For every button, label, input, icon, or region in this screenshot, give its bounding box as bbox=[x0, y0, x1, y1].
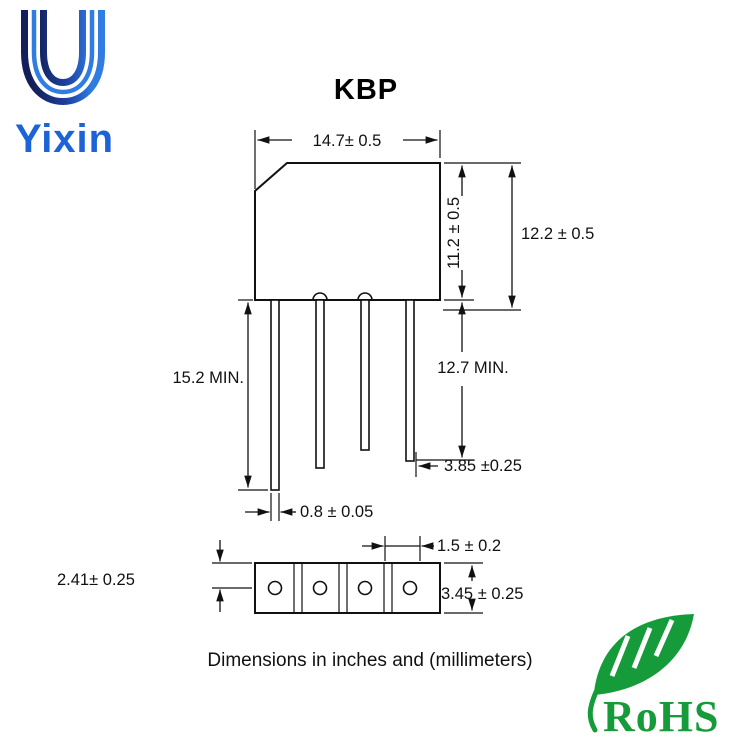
leaf-icon bbox=[594, 614, 694, 695]
mounting-hole bbox=[267, 580, 283, 596]
bottom-view bbox=[254, 562, 441, 614]
dim-lead-offset-group: 3.85 ±0.25 bbox=[415, 452, 522, 477]
dim-overall-height-group: 12.2 ± 0.5 bbox=[443, 165, 594, 311]
yixin-logo: Yixin bbox=[15, 10, 114, 161]
dim-lead-offset-label: 3.85 ±0.25 bbox=[444, 457, 522, 475]
dim-width-group: 14.7± 0.5 bbox=[254, 130, 441, 189]
dim-body-height-group: 11.2 ± 0.5 bbox=[444, 162, 521, 301]
dim-width-label: 14.7± 0.5 bbox=[313, 132, 382, 150]
mounting-hole bbox=[402, 580, 418, 596]
logo-u-inner-ring bbox=[31, 10, 95, 95]
dim-lead-length-right-label: 12.7 MIN. bbox=[437, 359, 509, 377]
package-body bbox=[254, 162, 441, 301]
dim-lead-length-left-label: 15.2 MIN. bbox=[172, 369, 244, 387]
leaf-stem bbox=[587, 689, 599, 733]
leaf-stripe bbox=[631, 627, 653, 669]
dim-lead-thickness-group: 0.8 ± 0.05 bbox=[245, 493, 373, 521]
rohs-label: RoHS bbox=[603, 692, 719, 739]
leaf-stripe bbox=[609, 635, 631, 677]
leaf-stripe bbox=[653, 618, 675, 658]
dimensions-note: Dimensions in inches and (millimeters) bbox=[207, 650, 532, 671]
dim-edge-to-hole-group: 2.41± 0.25 bbox=[57, 540, 252, 612]
mounting-hole bbox=[312, 580, 328, 596]
logo-brand-text: Yixin bbox=[15, 117, 114, 161]
lead-pin-4 bbox=[405, 299, 415, 462]
mounting-hole bbox=[357, 580, 373, 596]
dim-lead-length-right-group: 12.7 MIN. bbox=[416, 302, 509, 461]
dim-overall-height-label: 12.2 ± 0.5 bbox=[521, 225, 594, 243]
dim-body-height-label: 11.2 ± 0.5 bbox=[445, 197, 463, 269]
dim-lead-length-left-group: 15.2 MIN. bbox=[172, 299, 268, 491]
lead-pin-1 bbox=[270, 299, 280, 491]
rohs-logo: RoHS bbox=[587, 614, 719, 739]
dim-slot-width-group: 1.5 ± 0.2 bbox=[362, 536, 501, 561]
dim-slot-width-label: 1.5 ± 0.2 bbox=[437, 537, 501, 555]
lead-dimple bbox=[312, 292, 328, 301]
dim-body-depth-group: 3.45 ± 0.25 bbox=[441, 562, 523, 614]
dim-lead-thickness-label: 0.8 ± 0.05 bbox=[300, 503, 373, 521]
dim-body-depth-label: 3.45 ± 0.25 bbox=[441, 585, 523, 603]
front-view bbox=[254, 162, 441, 491]
page-title: KBP bbox=[334, 74, 398, 106]
lead-dimple bbox=[357, 292, 373, 301]
lead-pin-3 bbox=[360, 299, 370, 451]
lead-pin-2 bbox=[315, 299, 325, 469]
dim-edge-to-hole-label: 2.41± 0.25 bbox=[57, 571, 135, 589]
